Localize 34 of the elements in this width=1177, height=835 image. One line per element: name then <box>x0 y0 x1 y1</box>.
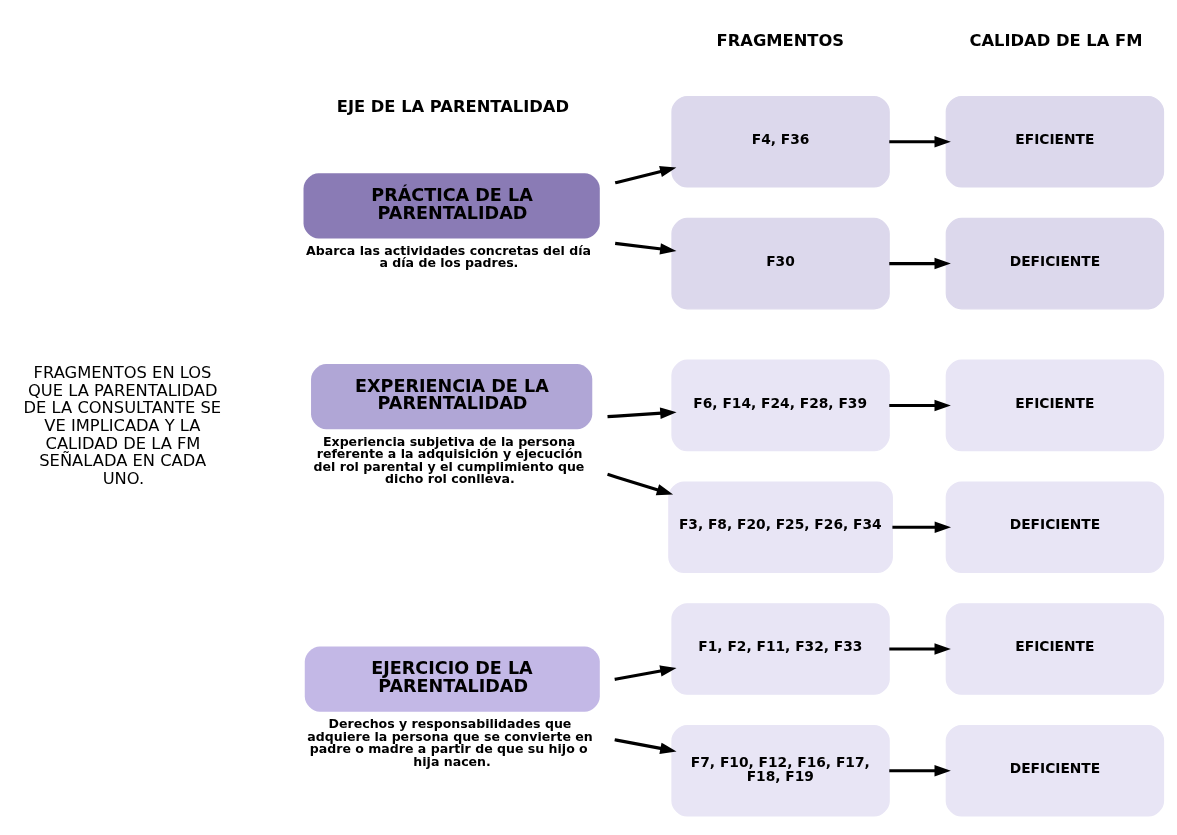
arrow <box>889 399 951 411</box>
node-box: EFICIENTE <box>945 359 1165 451</box>
arrow <box>614 737 677 754</box>
node-label: Derechos y responsabilidades que adquiere la persona que se convierte en padre o madre a partir de que su hijo o hija nacen. <box>307 715 593 769</box>
node-box: F1, F2, F11, F32, F33 <box>671 602 890 695</box>
node-box: F4, F36 <box>671 95 890 188</box>
node-box: EXPERIENCIA DE LA PARENTALIDAD <box>311 363 593 429</box>
arrow <box>607 472 674 495</box>
arrow <box>614 664 677 681</box>
arrow <box>889 642 951 655</box>
node-box: DEFICIENTE <box>945 480 1165 573</box>
label: CALIDAD DE LA FM <box>969 30 1143 50</box>
node-label: Experiencia subjetiva de la persona referente a la adquisición y ejecución del rol parental y el cumplimiento que dicho rol conlleva. <box>313 433 585 486</box>
label: FRAGMENTOS <box>716 30 845 50</box>
arrow <box>889 257 951 269</box>
arrow <box>614 241 677 255</box>
arrow <box>607 407 677 419</box>
node-box: EFICIENTE <box>945 602 1165 695</box>
label: FRAGMENTOS EN LOS QUE LA PARENTALIDAD DE LA CONSULTANTE SE VE IMPLICADA Y LA CALIDAD DE LA FM SEÑALADA EN CADA UNO. <box>23 362 222 488</box>
node-box: PRÁCTICA DE LA PARENTALIDAD <box>303 172 600 238</box>
arrow <box>889 135 951 148</box>
node-label: Abarca las actividades concretas del día a día de los padres. <box>306 242 592 270</box>
arrow <box>889 764 951 776</box>
node-box: EJERCICIO DE LA PARENTALIDAD <box>304 646 600 712</box>
node-box: F3, F8, F20, F25, F26, F34 <box>668 480 893 573</box>
node-box: DEFICIENTE <box>945 724 1165 817</box>
node-box: F6, F14, F24, F28, F39 <box>671 359 890 451</box>
arrow <box>892 521 952 533</box>
arrow <box>614 165 677 184</box>
node-box: EFICIENTE <box>945 95 1165 188</box>
node-box: DEFICIENTE <box>945 217 1165 309</box>
label: EJE DE LA PARENTALIDAD <box>336 96 569 116</box>
node-box: F7, F10, F12, F16, F17, F18, F19 <box>671 724 890 817</box>
node-box: F30 <box>671 217 890 309</box>
